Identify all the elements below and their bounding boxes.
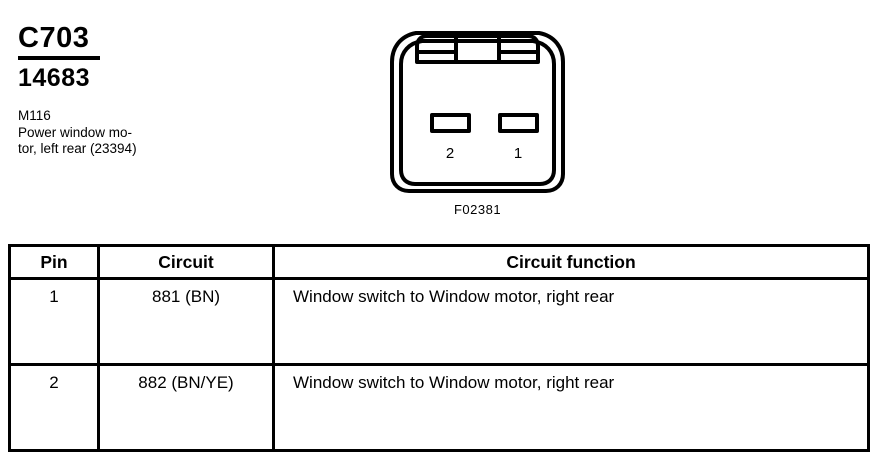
- table-row: 1 881 (BN) Window switch to Window motor…: [8, 277, 870, 366]
- cell-circuit-function: Window switch to Window motor, right rea…: [272, 277, 870, 366]
- cell-circuit: 881 (BN): [97, 277, 275, 366]
- cell-circuit: 882 (BN/YE): [97, 363, 275, 452]
- header-circuit: Circuit: [97, 244, 275, 280]
- code-underline-rule: [18, 56, 100, 60]
- cell-pin: 2: [8, 363, 100, 452]
- cell-pin: 1: [8, 277, 100, 366]
- pin-label-1: 1: [514, 145, 522, 162]
- header-pin: Pin: [8, 244, 100, 280]
- description-line-3: tor, left rear (23394): [18, 141, 137, 156]
- connector-description: M116 Power window mo- tor, left rear (23…: [18, 108, 248, 158]
- table-row: 2 882 (BN/YE) Window switch to Window mo…: [8, 363, 870, 452]
- header-circuit-function: Circuit function: [272, 244, 870, 280]
- pin-label-2: 2: [446, 145, 454, 162]
- figure-reference-code: F02381: [453, 202, 502, 217]
- cell-circuit-function: Window switch to Window motor, right rea…: [272, 363, 870, 452]
- connector-diagram: 2 1 F02381: [370, 14, 585, 229]
- description-line-2: Power window mo-: [18, 124, 133, 140]
- connector-face-icon: 2 1: [390, 31, 565, 193]
- part-number: 14683: [18, 64, 91, 92]
- pin-circuit-table: Pin Circuit Circuit function 1 881 (BN) …: [8, 244, 870, 452]
- connector-code: C703: [18, 22, 90, 54]
- table-header-row: Pin Circuit Circuit function: [8, 244, 870, 280]
- description-line-1: M116: [18, 108, 51, 123]
- connector-identification-block: C703 14683 M116 Power window mo- tor, le…: [18, 22, 248, 158]
